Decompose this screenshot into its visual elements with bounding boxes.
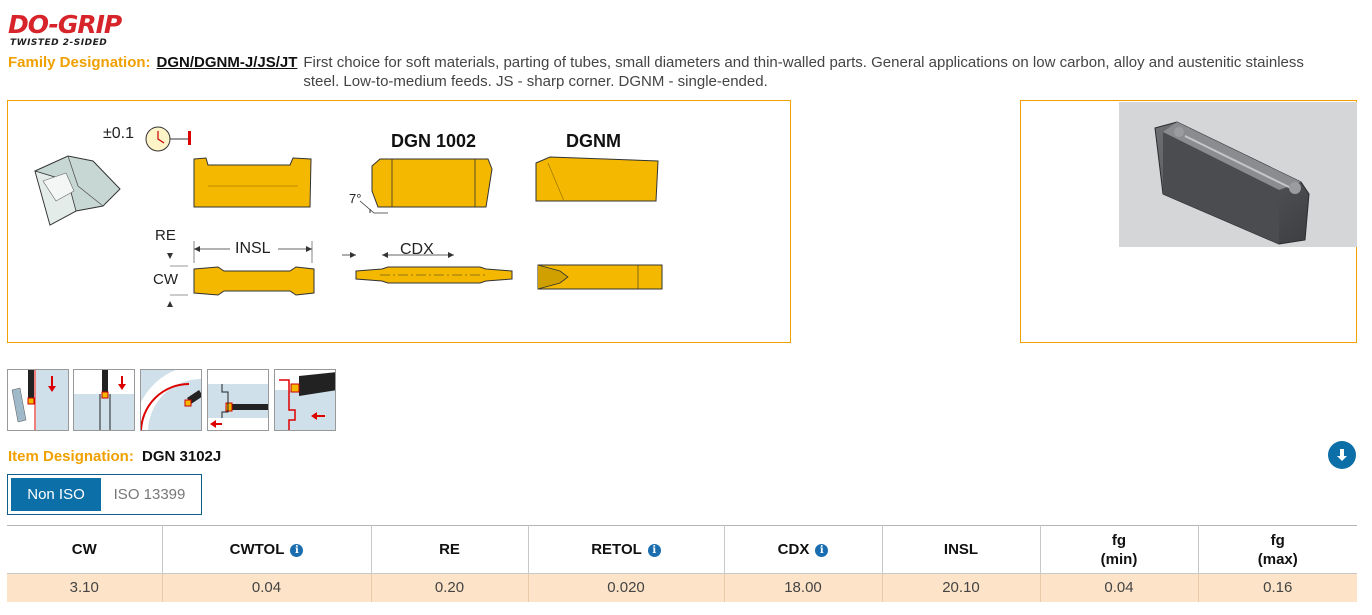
cell-cdx: 18.00 [723,573,883,602]
dgnm-title: DGNM [566,131,621,151]
application-icon-grooving[interactable] [73,369,135,431]
cell-fg-min: 0.04 [1039,573,1199,602]
drawing-svg: ±0.1 DGN 1002 7° DGNM RE INSL CW CDX [34,125,663,307]
application-icon-face-grooving[interactable] [140,369,202,431]
insert-side-view [193,157,312,208]
item-designation: Item Designation: DGN 3102J [8,447,221,467]
application-icon-parting[interactable] [7,369,69,431]
product-photo [1119,102,1357,247]
download-button[interactable] [1328,441,1356,469]
iso-13399-tab[interactable]: ISO 13399 [101,478,198,511]
cw-label: CW [153,271,179,288]
standard-toggle: Non ISO ISO 13399 [7,474,202,515]
header-fg-max: fg(max) [1197,525,1357,574]
download-icon [1337,449,1347,461]
info-icon[interactable]: i [647,544,661,557]
cell-cw: 3.10 [7,573,163,602]
cell-cwtol: 0.04 [161,573,372,602]
technical-drawing: ±0.1 DGN 1002 7° DGNM RE INSL CW CDX [7,100,791,343]
dgn-title: DGN 1002 [391,131,476,151]
insert-dgn-view [371,158,493,208]
cell-re: 0.20 [370,573,529,602]
application-icon-turning[interactable] [274,369,336,431]
insert-dgnm-view [535,156,659,202]
insl-label: INSL [235,240,271,257]
family-description: First choice for soft materials, parting… [303,54,1304,90]
tolerance-label: ±0.1 [103,125,134,142]
header-cw: CW [7,525,163,574]
re-label: RE [155,227,176,244]
cdx-label: CDX [400,241,434,258]
family-designation: Family Designation: DGN/DGNM-J/JS/JT Fir… [8,53,1338,91]
application-icon-internal-grooving[interactable] [207,369,269,431]
family-label: Family Designation: [8,54,151,71]
item-label: Item Designation: [8,448,134,465]
gauge-icon [145,126,191,152]
item-value: DGN 3102J [142,448,222,465]
workpiece-icon [34,155,121,226]
info-icon[interactable]: i [815,544,829,557]
brand-logo: DO-GRIP TWISTED 2-SIDED [8,12,138,50]
header-re: RE [370,525,529,574]
family-link[interactable]: DGN/DGNM-J/JS/JT [156,54,298,71]
angle-label: 7° [349,191,361,206]
header-insl: INSL [881,525,1041,574]
product-photo-box [1020,100,1357,343]
non-iso-tab[interactable]: Non ISO [11,478,101,511]
logo-subtitle: TWISTED 2-SIDED [10,38,108,48]
logo-text: DO-GRIP [8,10,122,39]
cell-retol: 0.020 [527,573,725,602]
info-icon[interactable]: i [290,544,304,557]
cell-fg-max: 0.16 [1197,573,1357,602]
table-row: 3.10 0.04 0.20 0.020 18.00 20.10 0.04 0.… [7,573,1357,602]
header-fg-min: fg(min) [1039,525,1199,574]
cell-insl: 20.10 [881,573,1041,602]
insert-top-view [193,266,315,296]
